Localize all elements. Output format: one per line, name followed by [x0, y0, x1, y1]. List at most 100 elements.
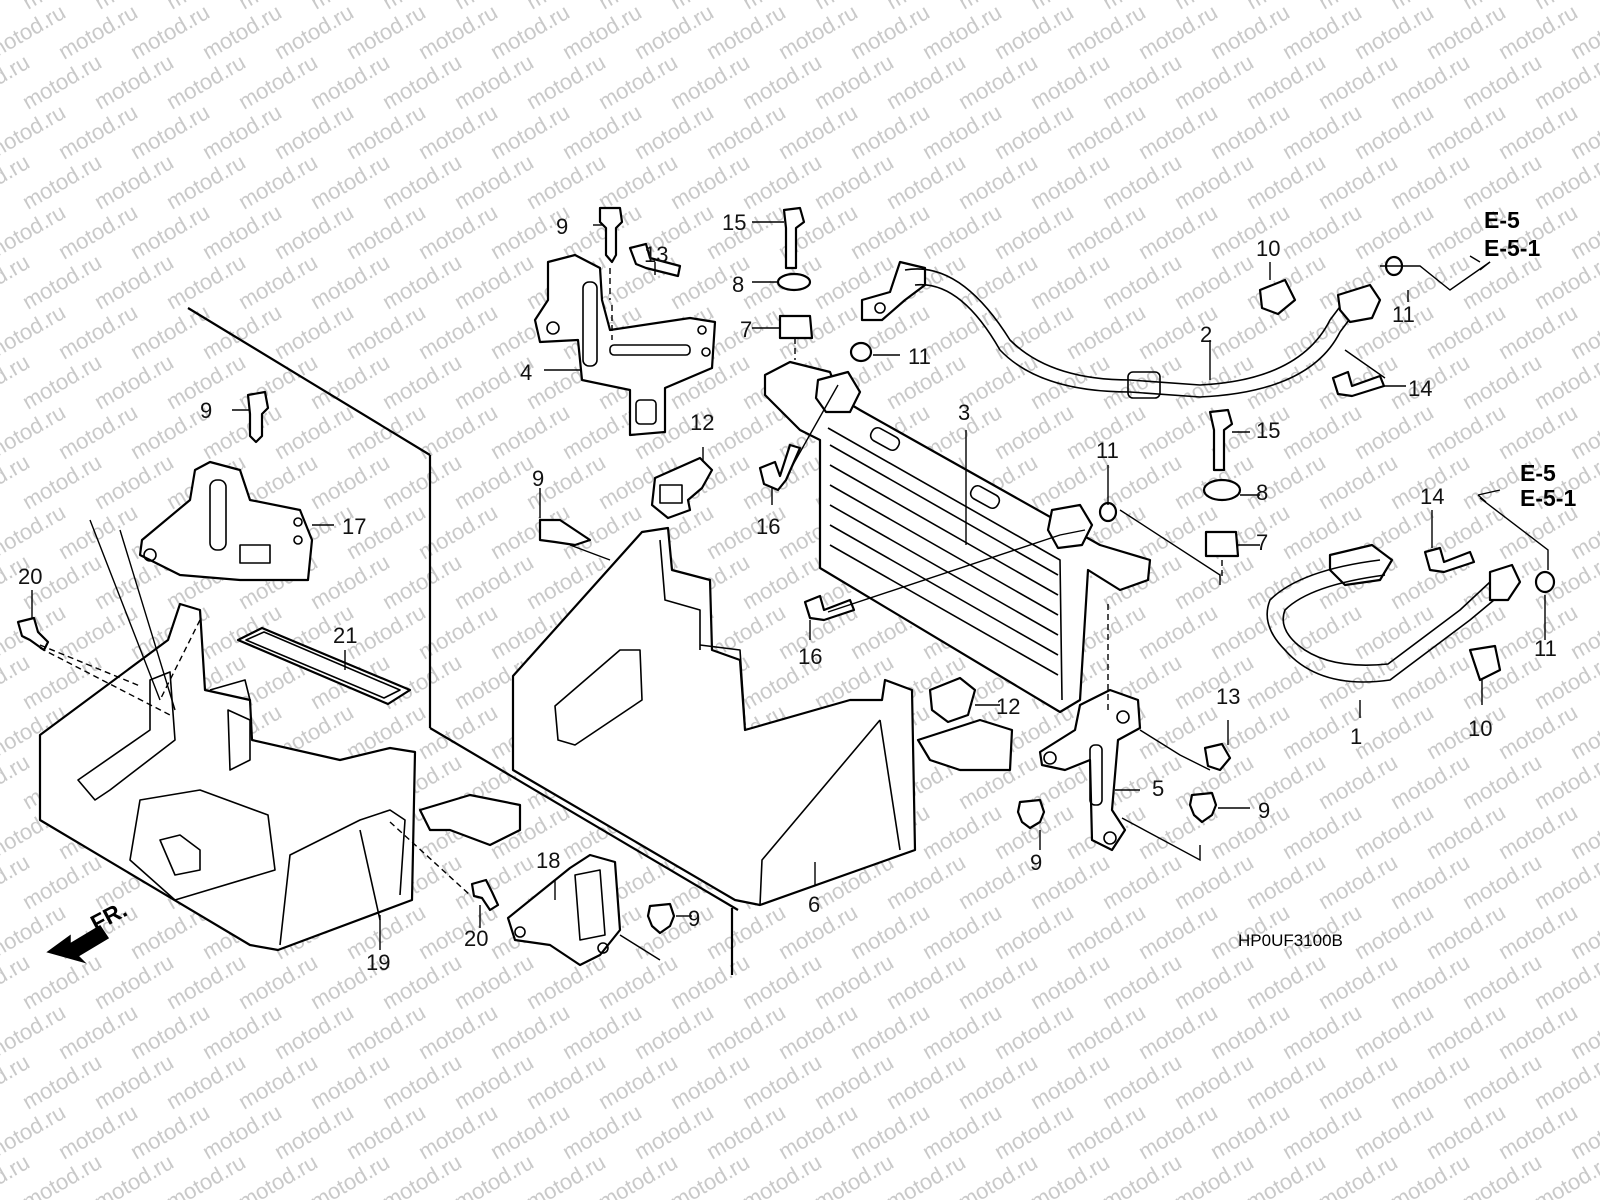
watermark-text: motod.ru	[1350, 999, 1438, 1064]
callout-label: 11	[908, 344, 931, 369]
watermark-text: motod.ru	[1242, 549, 1330, 614]
watermark-text: motod.ru	[918, 0, 1006, 64]
left-clip	[418, 793, 522, 847]
watermark-text: motod.ru	[342, 999, 430, 1064]
callout-label: 10	[1256, 236, 1280, 261]
watermark-text: motod.ru	[1458, 349, 1546, 414]
callout-label: 17	[342, 514, 366, 539]
watermark-text: motod.ru	[1062, 299, 1150, 364]
watermark-text: motod.ru	[1314, 1049, 1402, 1114]
watermark-text: motod.ru	[1026, 49, 1114, 114]
watermark-text: motod.ru	[954, 149, 1042, 214]
callout-label: 13	[1216, 684, 1240, 709]
watermark-text: motod.ru	[594, 49, 682, 114]
watermark-text: motod.ru	[918, 799, 1006, 864]
part-5-bracket	[1038, 688, 1142, 852]
callout-label: 3	[958, 400, 970, 425]
watermark-text: motod.ru	[918, 899, 1006, 964]
watermark-text: motod.ru	[54, 299, 142, 364]
watermark-text: motod.ru	[270, 299, 358, 364]
watermark-text: motod.ru	[126, 199, 214, 264]
watermark-text: motod.ru	[1206, 99, 1294, 164]
watermark-text: motod.ru	[1494, 0, 1582, 64]
watermark-text: motod.ru	[1494, 299, 1582, 364]
callout-label: 7	[1256, 530, 1268, 555]
watermark-text: motod.ru	[1278, 199, 1366, 264]
watermark-text: motod.ru	[810, 949, 898, 1014]
callout-label: 7	[740, 317, 752, 342]
watermark-text: motod.ru	[1350, 899, 1438, 964]
watermark-text: motod.ru	[414, 199, 502, 264]
watermark-text: motod.ru	[1242, 649, 1330, 714]
watermark-text: motod.ru	[702, 99, 790, 164]
watermark-text: motod.ru	[738, 1049, 826, 1114]
watermark-text: motod.ru	[414, 299, 502, 364]
reference-line2: E-5-1	[1484, 235, 1540, 261]
watermark-text: motod.ru	[1494, 999, 1582, 1064]
callout-label: 19	[366, 950, 390, 975]
watermark-text: motod.ru	[378, 49, 466, 114]
part-4-bracket	[533, 253, 717, 437]
watermark-text: motod.ru	[522, 1049, 610, 1114]
watermark-text: motod.ru	[1386, 949, 1474, 1014]
watermark-text: motod.ru	[954, 249, 1042, 314]
watermark-text: motod.ru	[1422, 799, 1510, 864]
watermark-text: motod.ru	[774, 999, 862, 1064]
watermark-text: motod.ru	[18, 149, 106, 214]
watermark-text: motod.ru	[1458, 849, 1546, 914]
watermark-text: motod.ru	[882, 1049, 970, 1114]
watermark-text: motod.ru	[882, 49, 970, 114]
watermark-text: motod.ru	[666, 1049, 754, 1114]
watermark-text: motod.ru	[1170, 49, 1258, 114]
watermark-text: motod.ru	[198, 99, 286, 164]
watermark-text: motod.ru	[1170, 949, 1258, 1014]
watermark-text: motod.ru	[954, 49, 1042, 114]
watermark-text: motod.ru	[270, 399, 358, 464]
watermark-text: motod.ru	[198, 299, 286, 364]
watermark-text: motod.ru	[738, 949, 826, 1014]
watermark-text: motod.ru	[666, 49, 754, 114]
watermark-text: motod.ru	[630, 899, 718, 964]
watermark-text: motod.ru	[1134, 0, 1222, 64]
watermark-text: motod.ru	[342, 299, 430, 364]
leader-lines	[31, 221, 1549, 961]
watermark-text: motod.ru	[846, 199, 934, 264]
part-12-clip-lower	[916, 676, 1014, 772]
callout-label: 11	[1096, 438, 1119, 463]
watermark-text: motod.ru	[1314, 749, 1402, 814]
watermark-text: motod.ru	[846, 899, 934, 964]
watermark-text: motod.ru	[234, 49, 322, 114]
watermark-text: motod.ru	[162, 249, 250, 314]
reference-line1: E-5	[1484, 207, 1520, 233]
front-direction-arrow	[46, 924, 110, 964]
part-17-bracket	[138, 460, 314, 582]
watermark-text: motod.ru	[1350, 99, 1438, 164]
watermark-text: motod.ru	[1422, 1099, 1510, 1164]
watermark-text: motod.ru	[1098, 849, 1186, 914]
watermark-text: motod.ru	[486, 1099, 574, 1164]
watermark-text: motod.ru	[18, 949, 106, 1014]
callout-label: 20	[18, 564, 42, 589]
diagram-code: HP0UF3100B	[1238, 931, 1343, 950]
watermark-text: motod.ru	[234, 249, 322, 314]
watermark-text: motod.ru	[1386, 1049, 1474, 1114]
watermark-text: motod.ru	[1098, 249, 1186, 314]
callout-label: 8	[732, 272, 744, 297]
callout-label: 9	[1258, 798, 1270, 823]
watermark-text: motod.ru	[1422, 99, 1510, 164]
callout-label: 13	[644, 242, 668, 267]
watermark-text: motod.ru	[162, 949, 250, 1014]
watermark-text: motod.ru	[18, 249, 106, 314]
callout-label: 20	[464, 926, 488, 951]
watermark-text: motod.ru	[738, 149, 826, 214]
watermark-text: motod.ru	[342, 0, 430, 64]
watermark-text: motod.ru	[378, 249, 466, 314]
watermark-text: motod.ru	[630, 0, 718, 64]
watermark-text: motod.ru	[414, 699, 502, 764]
watermark-text: motod.ru	[666, 149, 754, 214]
watermark-text: motod.ru	[1422, 0, 1510, 64]
watermark-text: motod.ru	[162, 1049, 250, 1114]
watermark-text: motod.ru	[198, 1099, 286, 1164]
part-1-hose	[1266, 543, 1522, 683]
watermark-text: motod.ru	[882, 949, 970, 1014]
